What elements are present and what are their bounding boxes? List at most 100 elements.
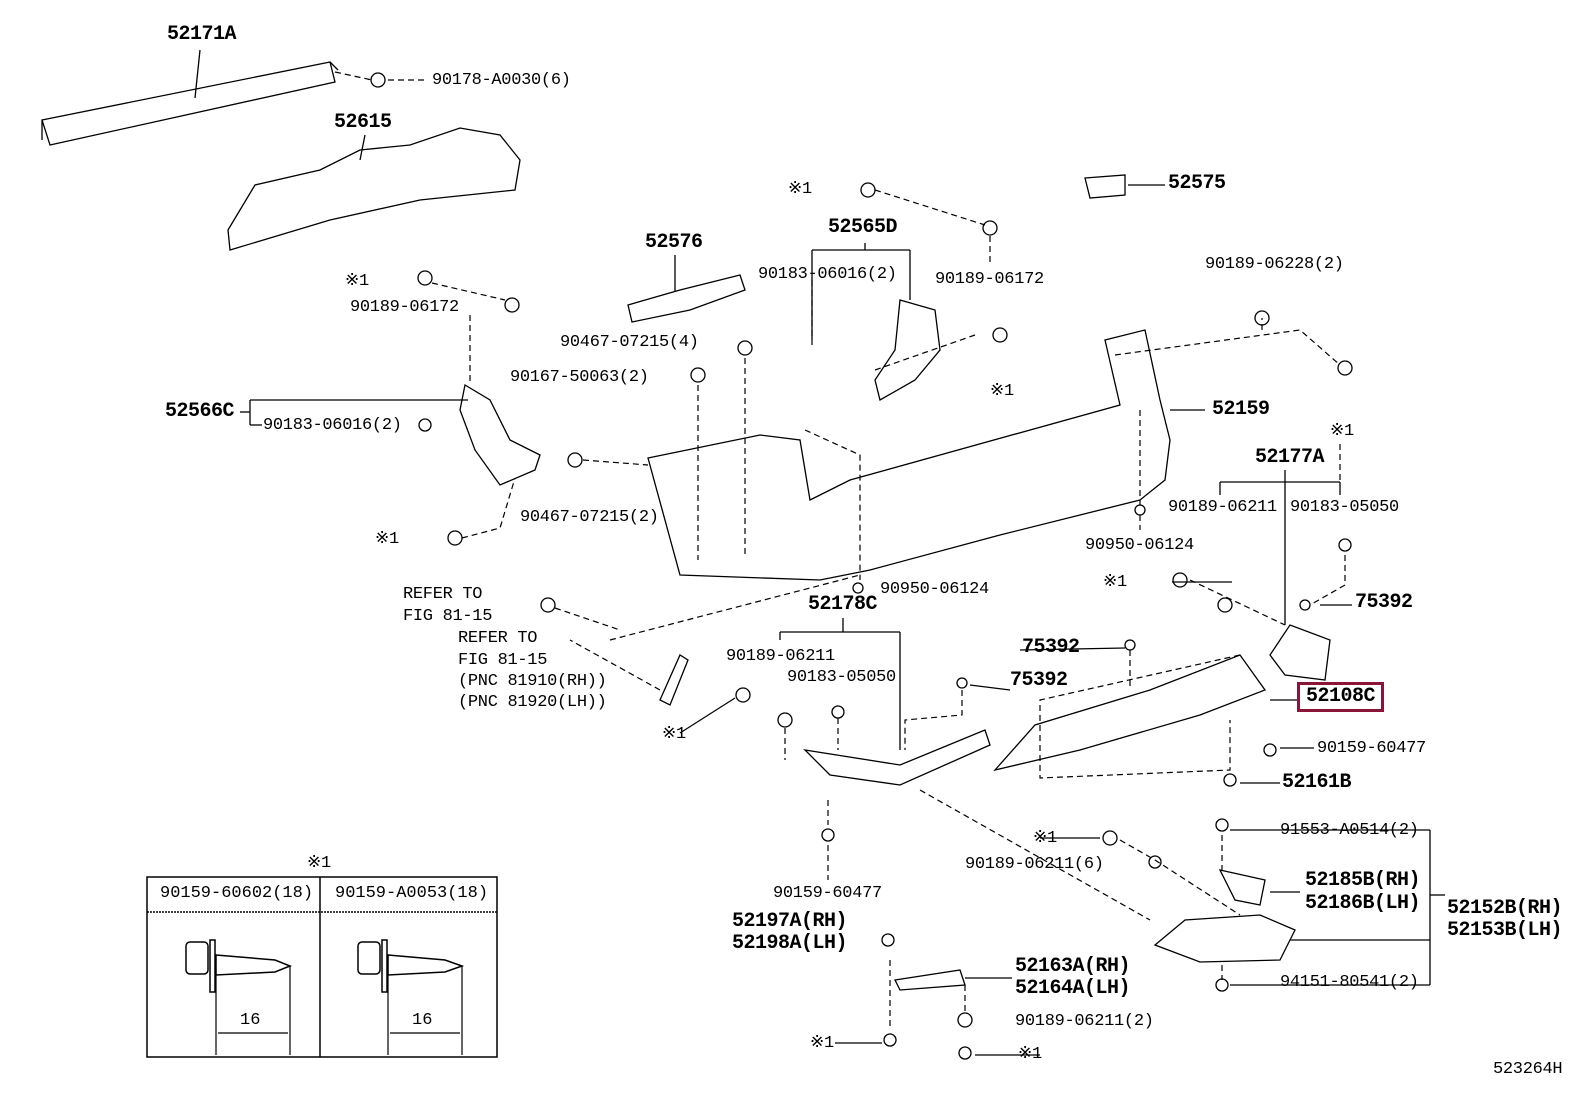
part-label: 52164A(LH) <box>1015 977 1131 1000</box>
note-ref-label: ※1 <box>1330 422 1354 441</box>
bolt-icon <box>447 530 463 546</box>
fastener-part-number: 90159-A0053(18) <box>335 884 489 903</box>
bolt-icon <box>540 597 556 613</box>
bolt-icon <box>690 367 706 383</box>
bolt-icon <box>821 828 835 842</box>
part-52575 <box>1084 174 1126 199</box>
part-label: 90189-06211 <box>1168 498 1277 517</box>
clip-icon <box>1223 773 1237 787</box>
highlighted-part-label[interactable]: 52108C <box>1297 682 1385 712</box>
part-label: 94151-80541(2) <box>1280 973 1419 992</box>
screw-icon <box>185 939 465 993</box>
plug-icon <box>852 582 864 594</box>
part-label: 75392 <box>1022 636 1080 659</box>
part-label: 52177A <box>1255 446 1325 469</box>
bumper-cover-52159 <box>647 329 1171 581</box>
part-label: 52163A(RH) <box>1015 955 1131 978</box>
reference-label: FIG 81-15 <box>458 651 548 670</box>
part-label: 90183-06016(2) <box>263 416 402 435</box>
fastener-table-title: ※1 <box>307 854 331 873</box>
note-ref-label: ※1 <box>1018 1045 1042 1064</box>
fastener-length: 16 <box>240 1011 261 1030</box>
part-label: 90183-06016(2) <box>758 265 897 284</box>
part-label: 52198A(LH) <box>732 932 848 955</box>
bolt-icon <box>992 327 1008 343</box>
part-label: 90183-05050 <box>1290 498 1399 517</box>
clip-icon <box>831 705 845 719</box>
dimension-line <box>215 966 463 1055</box>
part-label: 52153B(LH) <box>1447 919 1563 942</box>
part-label: 52576 <box>645 231 703 254</box>
bolt-icon <box>1263 743 1277 757</box>
part-label: 90189-06211(6) <box>965 855 1104 874</box>
nut-icon <box>370 72 386 88</box>
part-label: 90159-60477 <box>773 884 882 903</box>
garnish-52152B <box>1153 914 1296 963</box>
note-ref-label: ※1 <box>990 382 1014 401</box>
clip-icon <box>418 418 432 432</box>
diagram-id: 523264H <box>1493 1060 1563 1079</box>
part-label: 90189-06172 <box>350 298 459 317</box>
part-label: 52615 <box>334 111 392 134</box>
part-label: 90189-06228(2) <box>1205 255 1344 274</box>
part-label: 52171A <box>167 23 237 46</box>
fastener-table <box>146 876 498 1058</box>
part-label: 52565D <box>828 216 898 239</box>
part-label: 90467-07215(4) <box>560 333 699 352</box>
clip-icon <box>1299 599 1311 611</box>
note-ref-label: ※1 <box>375 530 399 549</box>
bolt-icon <box>1337 360 1353 376</box>
bracket-52185B <box>1218 869 1266 906</box>
retainer-52565D <box>874 299 941 401</box>
clip-icon <box>1124 639 1136 651</box>
part-label: 90189-06211 <box>726 647 835 666</box>
retainer-52178C <box>803 729 991 786</box>
clip-icon <box>777 712 793 728</box>
reflector-81910 <box>659 654 689 706</box>
part-label: 90950-06124 <box>880 580 989 599</box>
clip-icon <box>1215 978 1229 992</box>
lower-cover-52108C <box>993 654 1267 772</box>
bolt-icon <box>1215 818 1229 832</box>
clip-icon <box>881 933 895 947</box>
part-label: 90167-50063(2) <box>510 368 649 387</box>
part-label: 52159 <box>1212 398 1270 421</box>
bolt-icon <box>958 1046 972 1060</box>
part-label: 52186B(LH) <box>1305 892 1421 915</box>
part-label: 90178-A0030(6) <box>432 71 571 90</box>
clip-icon <box>956 677 968 689</box>
note-ref-label: ※1 <box>662 725 686 744</box>
clip-icon <box>1338 538 1352 552</box>
clip-icon <box>860 182 876 198</box>
part-label: 52197A(RH) <box>732 910 848 933</box>
reference-label: REFER TO <box>403 585 483 604</box>
part-label: 52566C <box>165 400 235 423</box>
fastener-part-number: 90159-60602(18) <box>160 884 314 903</box>
clip-icon <box>567 452 583 468</box>
bolt-icon <box>735 687 751 703</box>
note-ref-label: ※1 <box>345 272 369 291</box>
part-label: 75392 <box>1355 591 1413 614</box>
part-label: 90467-07215(2) <box>520 508 659 527</box>
bolt-icon <box>1102 830 1118 846</box>
part-label: 52178C <box>808 593 878 616</box>
bolt-icon <box>883 1033 897 1047</box>
part-52163A <box>894 969 966 991</box>
part-label: 52152B(RH) <box>1447 897 1563 920</box>
part-label: 75392 <box>1010 669 1068 692</box>
clip-icon <box>982 220 998 236</box>
part-label: 91553-A0514(2) <box>1280 821 1419 840</box>
reference-label: FIG 81-15 <box>403 607 493 626</box>
note-ref-label: ※1 <box>1103 573 1127 592</box>
bolt-icon <box>737 340 753 356</box>
part-label: 90189-06211(2) <box>1015 1012 1154 1031</box>
bumper-reinforcement-52171A <box>41 61 339 146</box>
bracket-52576 <box>627 274 746 323</box>
retainer-52177A <box>1269 624 1331 681</box>
fastener-length: 16 <box>412 1011 433 1030</box>
part-label: 90950-06124 <box>1085 536 1194 555</box>
reference-label: (PNC 81920(LH)) <box>458 693 607 712</box>
reference-label: REFER TO <box>458 629 538 648</box>
part-label: 90189-06172 <box>935 270 1044 289</box>
